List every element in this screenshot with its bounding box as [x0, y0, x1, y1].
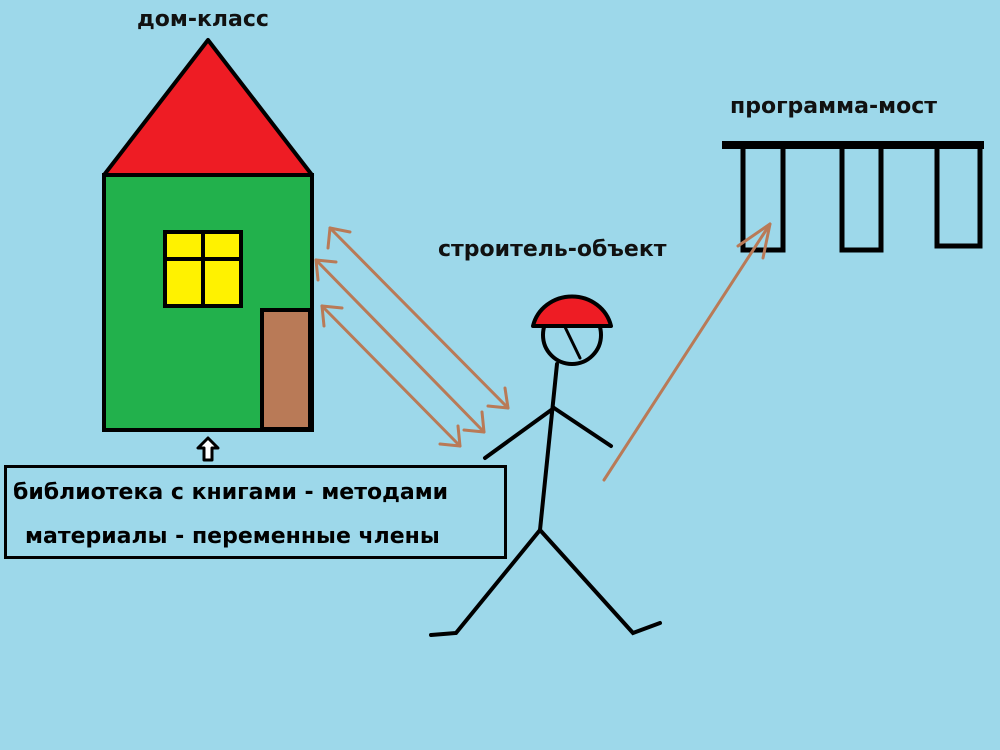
- helmet-icon: [531, 294, 613, 328]
- materials-members-text: материалы - переменные члены: [25, 524, 440, 549]
- builder-leg-left: [429, 528, 542, 637]
- house-door: [260, 308, 312, 431]
- house-class-label: дом-класс: [137, 7, 269, 32]
- double-arrow-2: [314, 258, 486, 434]
- house: [102, 38, 314, 432]
- builder-chin-strap: [563, 325, 582, 360]
- up-arrow-icon: [196, 436, 220, 462]
- builder-arm-left: [483, 406, 556, 460]
- interaction-arrows: [314, 222, 772, 482]
- builder-body: [538, 362, 559, 532]
- bridge: [722, 141, 984, 253]
- bridge-pillar-3: [934, 148, 983, 249]
- double-arrow-3: [320, 304, 462, 448]
- info-box: библиотека с книгами - методами материал…: [4, 465, 507, 559]
- house-roof: [102, 38, 314, 177]
- builder-leg-right: [538, 528, 662, 636]
- bridge-program-label: программа-мост: [730, 94, 937, 119]
- builder-object-label: строитель-объект: [438, 237, 667, 262]
- builder-figure: [429, 294, 662, 637]
- bridge-pillar-2: [839, 148, 884, 253]
- bridge-pillar-1: [740, 148, 786, 253]
- builder-arm-right: [552, 406, 613, 448]
- arrow-to-bridge: [602, 222, 772, 482]
- library-methods-text: библиотека с книгами - методами: [13, 480, 449, 505]
- double-arrow-1: [326, 226, 510, 410]
